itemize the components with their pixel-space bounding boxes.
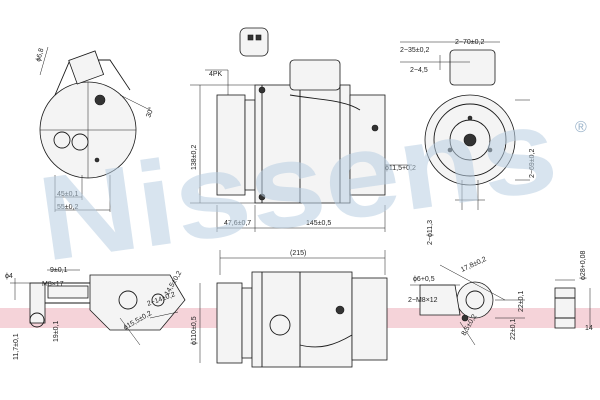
label-len-2-35: 2−35±0,2	[400, 47, 429, 54]
label-w-47-6: 47,6±0,7	[224, 220, 251, 227]
label-h-138: 138±0,2	[191, 145, 198, 170]
bottom-view	[199, 250, 388, 368]
label-w-145: 145±0,5	[306, 220, 331, 227]
mount-detail-right	[410, 264, 525, 346]
registered-mark: ®	[575, 119, 587, 136]
label-d-215: (215)	[290, 250, 306, 257]
side-view	[190, 27, 412, 232]
label-s-9: 9±0,1	[50, 267, 68, 274]
fitting-detail-angled	[89, 274, 186, 346]
label-len-45: 45±0,1	[57, 191, 78, 198]
label-phi-4: ϕ4	[5, 273, 13, 280]
label-h-11-7: 11,7±0,1	[13, 333, 20, 360]
label-len-17-8: 17,8±0,2	[460, 256, 488, 274]
label-phi-6: ϕ6+0,5	[413, 276, 435, 283]
front-view	[400, 41, 530, 210]
label-r-69: 2−69±0,2	[529, 149, 536, 178]
label-phi-28: ϕ28+0,08	[580, 250, 587, 280]
label-4pk: 4PK	[209, 71, 223, 78]
label-m8-17: M8×17	[42, 281, 64, 288]
rear-view	[39, 46, 151, 212]
label-phi-11-5: ϕ11,5+0,2	[385, 165, 416, 172]
label-phi-6-8: ϕ6,8	[35, 47, 45, 62]
label-len-22-a: 22±0,1	[518, 291, 525, 312]
fitting-detail-left	[10, 269, 111, 328]
shaft-detail	[554, 279, 591, 329]
label-len-22-b: 22±0,1	[510, 319, 517, 340]
label-phi-110: ϕ110±0,5	[191, 316, 198, 345]
label-len-14: 14	[585, 325, 593, 332]
label-phi-11-3: 2−ϕ11,3	[427, 220, 434, 245]
label-m8-12: 2−M8×12	[408, 297, 438, 304]
label-deg-30: 30°	[144, 106, 155, 119]
label-h-19: 19±0,1	[53, 321, 60, 342]
label-len-2-70: 2−70±0,2	[455, 39, 484, 46]
label-len-2-4-5: 2−4,5	[410, 67, 428, 74]
label-len-55: 55±0,2	[57, 204, 78, 211]
